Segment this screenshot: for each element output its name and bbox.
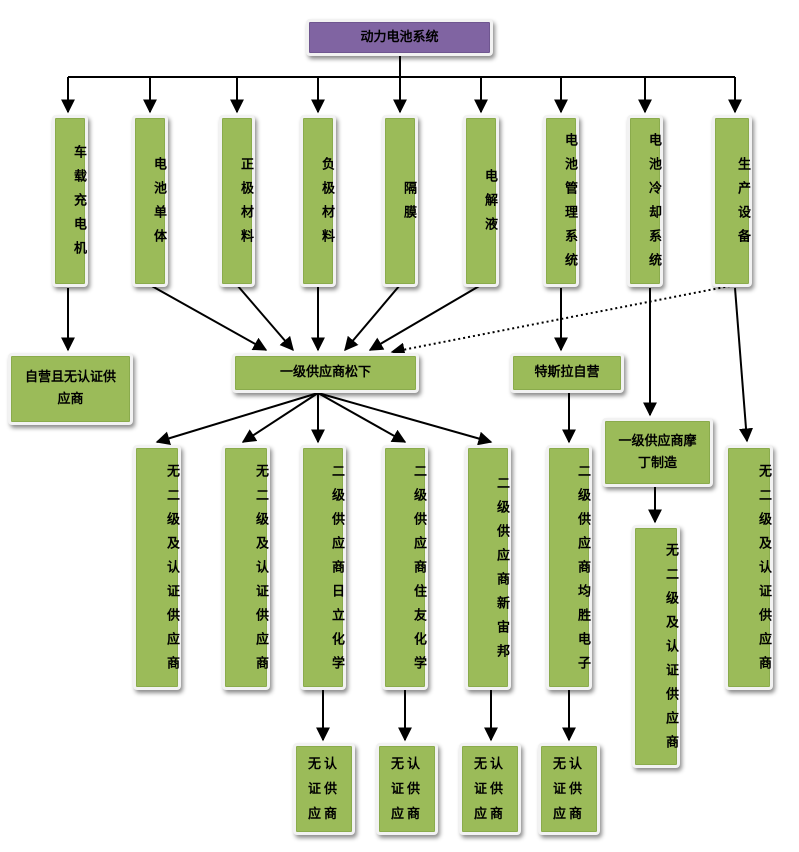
supplier-none-tier2-a: 无二级及认证供应商 [133,445,181,690]
supplier-none-tier2-equipment: 无二级及认证供应商 [725,445,773,690]
supplier-none-tier2-b: 无二级及认证供应商 [222,445,270,690]
supplier-tier1-panasonic: 一级供应商松下 [232,353,419,393]
component-onboard-charger: 车载充电机 [52,115,88,287]
supplier-none-certified-c: 无认证供应商 [459,743,521,835]
supplier-tier2-sumitomo-chemical: 二级供应商住友化学 [382,445,428,690]
component-cathode-material: 正极材料 [219,115,255,287]
supplier-none-tier2-modine: 无二级及认证供应商 [632,525,680,768]
supplier-self-operated-no-certified: 自营且无认证供应商 [8,353,133,425]
component-battery-management-system: 电池管理系统 [543,115,579,287]
component-electrolyte: 电解液 [463,115,499,287]
supplier-none-certified-b: 无认证供应商 [376,743,438,835]
supplier-tier2-capchem: 二级供应商新宙邦 [465,445,511,690]
root-node-power-battery-system: 动力电池系统 [306,19,493,56]
supplier-none-certified-d: 无认证供应商 [538,743,600,835]
supplier-tier2-joyson-electronics: 二级供应商均胜电子 [546,445,592,690]
component-anode-material: 负极材料 [300,115,336,287]
supplier-none-certified-a: 无认证供应商 [293,743,355,835]
component-separator: 隔膜 [382,115,418,287]
supplier-tesla-self-operated: 特斯拉自营 [510,353,624,393]
component-battery-cooling-system: 电池冷却系统 [627,115,663,287]
supplier-tier2-hitachi-chemical: 二级供应商日立化学 [300,445,346,690]
supplier-tier1-modine: 一级供应商摩丁制造 [602,418,713,487]
component-battery-cell: 电池单体 [132,115,168,287]
component-production-equipment: 生产设备 [712,115,752,287]
